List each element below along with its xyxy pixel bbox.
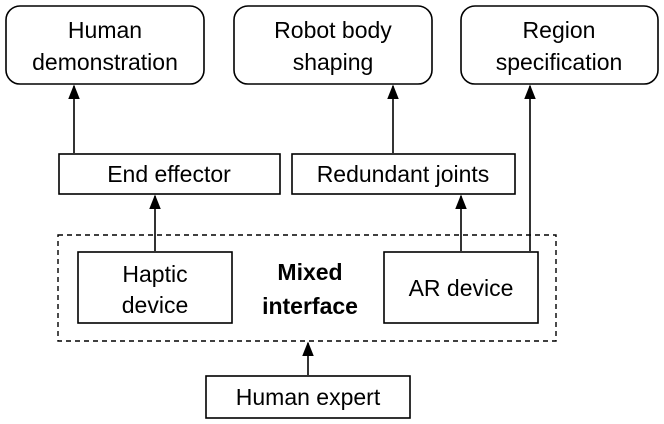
node-robot-body-shaping-line-1: Robot body — [274, 17, 392, 43]
node-region-specification-line-2: specification — [496, 49, 623, 75]
node-redundant-joints-label: Redundant joints — [317, 161, 490, 187]
node-ar-device-label: AR device — [409, 275, 514, 301]
node-mixed-interface: Mixed interface — [57, 234, 557, 342]
node-end-effector-label: End effector — [107, 161, 231, 187]
node-robot-body-shaping: Robot body shaping — [233, 5, 433, 85]
node-human-demonstration: Human demonstration — [5, 5, 205, 85]
node-haptic-device: Haptic device — [77, 251, 233, 324]
node-haptic-device-line-2: device — [122, 292, 188, 318]
node-region-specification: Region specification — [460, 5, 659, 85]
node-human-demonstration-line-1: Human — [68, 17, 142, 43]
node-ar-device: AR device — [383, 251, 539, 324]
node-mixed-interface-line-1: Mixed — [277, 259, 342, 285]
node-human-demonstration-line-2: demonstration — [32, 49, 178, 75]
node-human-expert: Human expert — [205, 375, 411, 419]
node-mixed-interface-line-2: interface — [262, 293, 358, 319]
node-human-expert-label: Human expert — [236, 384, 381, 410]
node-redundant-joints: Redundant joints — [291, 153, 516, 195]
node-region-specification-line-1: Region — [523, 17, 596, 43]
node-end-effector: End effector — [58, 153, 281, 195]
node-haptic-device-line-1: Haptic — [122, 261, 187, 287]
node-robot-body-shaping-line-2: shaping — [293, 49, 374, 75]
